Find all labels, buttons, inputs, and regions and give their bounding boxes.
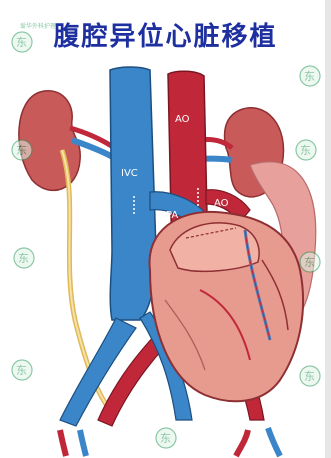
label-ao-graft: AO bbox=[214, 198, 229, 209]
svg-text:东: 东 bbox=[304, 70, 315, 83]
page-title: 腹腔异位心脏移植 bbox=[0, 16, 331, 53]
label-ao-aorta: AO bbox=[175, 114, 190, 125]
svg-text:东: 东 bbox=[16, 144, 27, 157]
svg-text:东: 东 bbox=[160, 432, 171, 445]
svg-text:东: 东 bbox=[300, 144, 311, 157]
svg-text:东: 东 bbox=[304, 370, 315, 383]
right-border bbox=[325, 0, 331, 458]
left-kidney bbox=[19, 91, 80, 191]
label-pa: PA bbox=[166, 210, 178, 221]
svg-text:东: 东 bbox=[18, 252, 29, 265]
label-ivc: IVC bbox=[121, 168, 138, 179]
svg-text:东: 东 bbox=[16, 364, 27, 377]
svg-text:东: 东 bbox=[304, 256, 315, 269]
ivc bbox=[110, 67, 156, 320]
